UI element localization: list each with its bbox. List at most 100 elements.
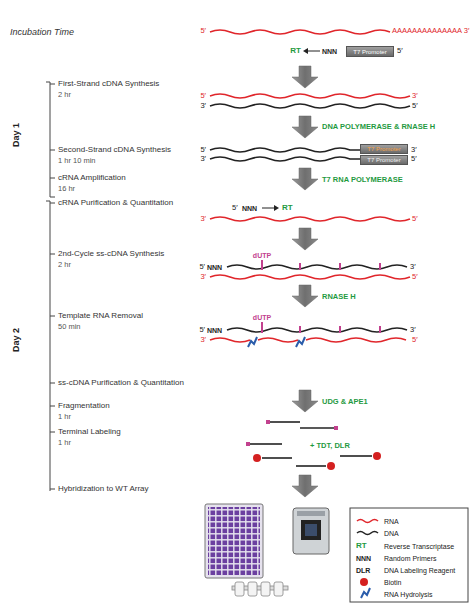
strand-end: 5′ <box>412 336 418 344</box>
step-arrow <box>292 228 318 250</box>
promoter-box: T7 Promoter <box>360 155 408 165</box>
step-name: Fragmentation <box>58 402 110 410</box>
rna-strand <box>210 94 410 98</box>
cdna-fragment <box>250 422 372 466</box>
duration: 16 hr <box>58 185 75 193</box>
legend-item: Biotin <box>384 579 402 586</box>
legend-text: DNA Labeling Reagent <box>384 567 455 574</box>
step-name: ss-cDNA Purification & Quantitation <box>58 379 184 387</box>
step-arrow <box>292 475 318 497</box>
legend-item: RNA Hydrolysis <box>384 591 433 598</box>
legend-item: Random Primers <box>384 555 437 562</box>
strand-end: 3′ <box>200 155 206 163</box>
legend-text: RNA Hydrolysis <box>384 591 433 598</box>
dutp-mark <box>299 326 301 333</box>
rna-strand <box>306 338 406 342</box>
dutp-mark <box>339 326 341 333</box>
dutp-mark <box>261 322 263 333</box>
legend-text: DNA <box>384 530 399 537</box>
primer-arrow <box>262 48 320 211</box>
cdna-fragment <box>340 455 372 457</box>
strand-end: 5′ <box>200 146 206 154</box>
enzyme-label: T7 RNA POLYMERASE <box>322 176 403 184</box>
strand-end: 3′ <box>200 336 206 344</box>
primer: NNN <box>242 205 257 212</box>
step-arrow <box>292 285 318 307</box>
duration: 1 hr <box>58 439 71 447</box>
primer: NNN <box>207 327 222 334</box>
array-cartridge <box>305 524 317 536</box>
duration: 50 min <box>58 323 81 331</box>
strand-end: 3′ <box>410 263 416 271</box>
primer-arrow <box>274 205 279 211</box>
legend-text: Biotin <box>384 579 402 586</box>
legend-item: DNA Labeling Reagent <box>384 567 455 574</box>
rna-strand <box>258 338 298 342</box>
cdna-fragment <box>262 457 292 459</box>
step-name: 2nd-Cycle ss-cDNA Synthesis <box>58 250 164 258</box>
dna-strand <box>210 104 410 108</box>
array-cartridge <box>301 520 321 540</box>
step-name: cRNA Purification & Quantitation <box>58 199 173 207</box>
legend-item: DNA <box>384 530 399 537</box>
sample-tube <box>235 582 244 596</box>
rna-strand <box>210 30 390 34</box>
dna-strand <box>210 148 362 152</box>
legend-text: Reverse Transcriptase <box>384 543 454 550</box>
enzyme-key: RT <box>290 47 301 55</box>
rna-hydrolysis <box>296 337 305 347</box>
reagent-label: + TDT, DLR <box>310 442 350 450</box>
step-name: Template RNA Removal <box>58 312 143 320</box>
array-cartridge <box>293 508 329 554</box>
strand-end: 5′ <box>412 273 418 281</box>
sample-tube <box>232 582 288 596</box>
array-cartridge <box>293 508 329 554</box>
primer: NNN <box>322 48 337 55</box>
legend-sample <box>357 520 378 523</box>
dutp-mark <box>261 260 263 270</box>
rna-strand <box>210 217 410 221</box>
biotin-label <box>253 452 381 470</box>
enzyme-key: RT <box>282 204 293 212</box>
fragment-end <box>266 420 270 424</box>
promoter-text: T7 Promoter <box>367 157 400 163</box>
timeline <box>50 82 51 197</box>
duration: 1 hr 10 min <box>58 157 96 165</box>
strand-end: 5′ <box>412 102 418 110</box>
strand-end: 3′ <box>200 102 206 110</box>
timeline <box>46 82 55 489</box>
sample-tube <box>248 582 257 596</box>
fragment-end <box>246 442 250 446</box>
step-name: Second-Strand cDNA Synthesis <box>58 146 171 154</box>
timeline <box>46 82 55 491</box>
duration: 2 hr <box>58 91 71 99</box>
cdna-fragment <box>300 427 334 429</box>
promoter-text: T7 Promoter <box>367 146 400 152</box>
legend-box <box>350 508 468 602</box>
step-name: cRNA Amplification <box>58 174 126 182</box>
enzyme-label: DNA POLYMERASE & RNASE H <box>322 123 435 131</box>
biotin-label <box>373 452 381 460</box>
step-name: Terminal Labeling <box>58 428 121 436</box>
step-arrow <box>292 168 318 190</box>
array-plate <box>205 504 263 578</box>
array-cartridge <box>297 511 325 516</box>
legend-item: Reverse Transcriptase <box>384 543 454 550</box>
strand-end: 3′ <box>411 146 417 154</box>
primer: NNN <box>207 264 222 271</box>
dutp-mark <box>379 263 381 270</box>
promoter-box: T7 Promoter <box>360 144 408 154</box>
primer-arrow <box>262 208 276 209</box>
legend-key: DLR <box>356 567 370 574</box>
dutp-mark <box>299 263 301 270</box>
sample-tube <box>274 582 283 596</box>
enzyme-label: RNASE H <box>322 293 356 301</box>
biotin-label <box>327 462 335 470</box>
dutp-label: dUTP <box>253 314 271 321</box>
strand-end: 5′ <box>199 326 205 334</box>
biotin-label <box>253 454 261 462</box>
strand-end: 3′ <box>200 215 206 223</box>
strand-end: 3′ <box>200 273 206 281</box>
